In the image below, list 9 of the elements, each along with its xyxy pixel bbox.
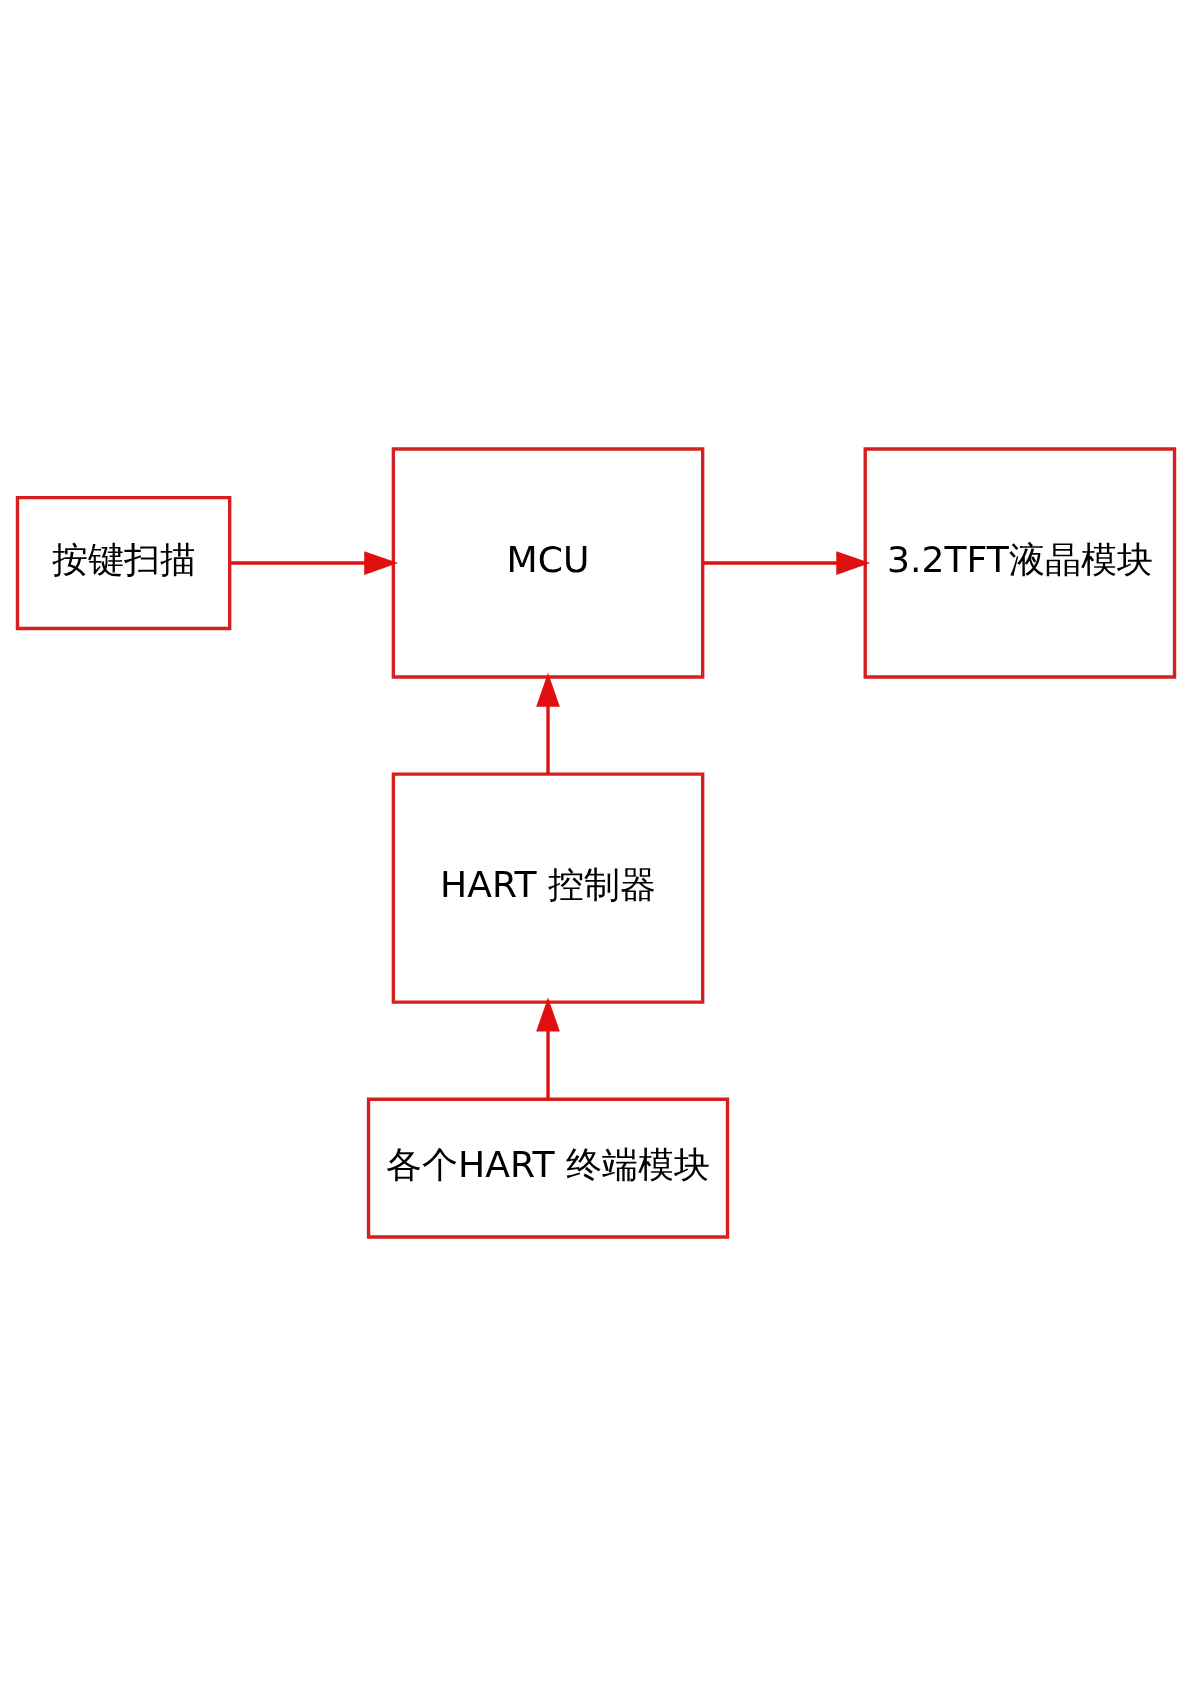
node-box: 各个HART 终端模块 — [366, 1097, 730, 1239]
arrow — [230, 550, 399, 575]
node-box: HART 控制器 — [391, 771, 705, 1004]
node-box: 3.2TFT液晶模块 — [863, 446, 1177, 679]
arrow — [536, 672, 560, 774]
arrow — [702, 550, 871, 575]
node-box: 按键扫描 — [15, 495, 232, 630]
node-box: MCU — [391, 446, 705, 679]
arrow — [536, 997, 560, 1099]
